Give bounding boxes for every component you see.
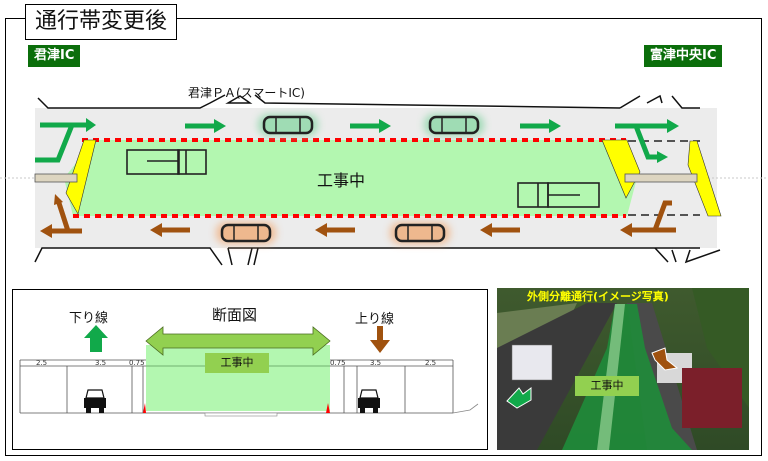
ic-badge-futtsu-chuo: 富津中央IC — [644, 45, 723, 67]
down-line-label: 下り線 — [69, 311, 109, 326]
car-inbound-1 — [216, 222, 276, 244]
median-bar-left — [34, 173, 78, 183]
outbound-arrowheads — [86, 118, 679, 163]
pa-label: 君津ＰＡ(スマートIC) — [188, 86, 305, 100]
diagram-frame — [5, 18, 762, 456]
ic-badge-kimitsu: 君津IC — [28, 45, 81, 67]
pa-ramp-mark — [225, 95, 253, 104]
page-title: 通行帯変更後 — [25, 4, 177, 40]
photo-outbound-arrow — [506, 387, 532, 409]
photo-illustration — [497, 288, 749, 450]
photo-truck-left — [511, 344, 553, 381]
work-zone — [64, 140, 637, 216]
width-right-lane: 3.5 — [370, 359, 382, 367]
work-truck-right — [517, 182, 600, 208]
median-bar-right — [624, 173, 698, 183]
work-zone-label: 工事中 — [317, 171, 366, 190]
width-left-lane: 3.5 — [95, 359, 107, 367]
section-work-label: 工事中 — [205, 353, 269, 373]
work-truck-left — [126, 149, 207, 175]
car-outbound-2 — [424, 114, 484, 136]
photo-inbound-arrow — [651, 347, 679, 371]
photo-left-road — [497, 303, 617, 450]
outbound-arrows — [35, 122, 668, 163]
photo-truck-right-cab — [682, 368, 742, 428]
photo-work-label: 工事中 — [575, 376, 639, 396]
car-outbound-1 — [258, 114, 318, 136]
barrier-right-outer — [687, 140, 722, 217]
road-edge-top-right — [619, 94, 700, 109]
barrier-right-inner — [601, 139, 641, 199]
width-left-shoulder: 2.5 — [36, 359, 48, 367]
inbound-arrows — [50, 199, 676, 234]
road-edge-bottom-right — [654, 247, 721, 264]
width-right-inner: 0.75 — [330, 359, 346, 367]
up-line-label: 上り線 — [355, 312, 395, 327]
image-photo: 外側分離通行(イメージ写真) 工事中 — [497, 288, 749, 450]
inbound-arrowheads — [40, 194, 632, 238]
road-edge-top-left — [37, 94, 226, 109]
road-edge-bottom-left — [34, 247, 223, 266]
width-left-inner: 0.75 — [129, 359, 145, 367]
width-right-shoulder: 2.5 — [425, 359, 437, 367]
section-title: 断面図 — [212, 306, 258, 324]
road-edge-top — [254, 94, 621, 109]
photo-caption: 外側分離通行(イメージ写真) — [527, 290, 669, 303]
car-inbound-2 — [390, 222, 450, 244]
plan-view — [0, 94, 768, 266]
pa-exit-mark — [227, 247, 259, 266]
